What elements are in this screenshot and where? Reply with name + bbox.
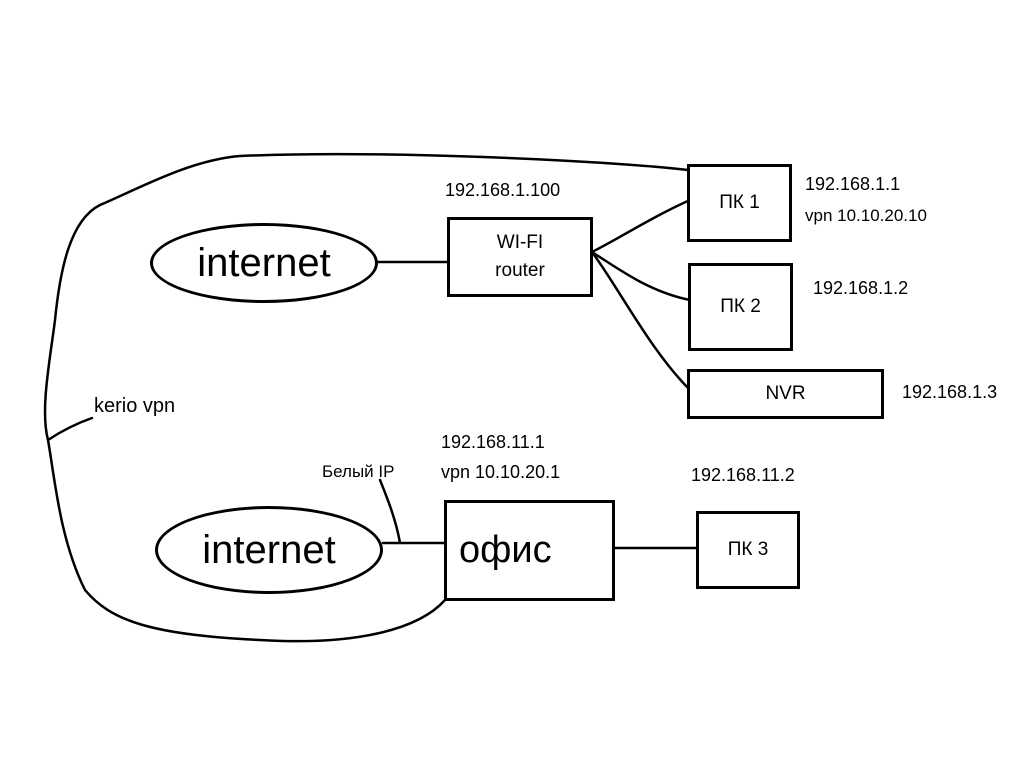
- pk1-ip-label: 192.168.1.1: [805, 174, 901, 194]
- white-ip-leader: [378, 478, 402, 545]
- office-vpn-label: vpn 10.10.20.1: [441, 462, 561, 482]
- nvr-ip-label: 192.168.1.3: [902, 382, 998, 402]
- office-ip-label: 192.168.11.1: [441, 432, 545, 452]
- router-label-line2: router: [495, 260, 545, 281]
- office-box: офис: [444, 500, 615, 601]
- kerio-label-leader: [46, 416, 94, 442]
- internet-cloud-bottom: internet: [155, 506, 383, 594]
- pk3-box: ПК 3: [696, 511, 800, 589]
- pk3-ip-label: 192.168.11.2: [691, 465, 795, 485]
- internet-bottom-label: internet: [202, 528, 336, 572]
- router-label-line1: WI-FI: [496, 232, 544, 253]
- kerio-vpn-label: kerio vpn: [94, 395, 176, 417]
- pk1-vpn-label: vpn 10.10.20.10: [805, 206, 927, 225]
- link-router-pk1: [590, 198, 692, 254]
- nvr-label: NVR: [765, 383, 806, 404]
- internet-cloud-top: internet: [150, 223, 378, 303]
- pk1-label: ПК 1: [719, 192, 760, 213]
- internet-top-label: internet: [197, 241, 331, 285]
- pk1-box: ПК 1: [687, 164, 792, 242]
- pk3-label: ПК 3: [727, 539, 769, 560]
- nvr-box: NVR: [687, 369, 884, 419]
- wifi-router-box: WI-FI router: [447, 217, 593, 297]
- link-router-nvr: [590, 250, 692, 392]
- pk2-label: ПК 2: [720, 296, 761, 317]
- pk2-box: ПК 2: [688, 263, 793, 351]
- kerio-vpn-loop-line: [43, 152, 690, 643]
- router-ip-label: 192.168.1.100: [445, 180, 561, 200]
- link-router-pk2: [590, 250, 692, 302]
- white-ip-label: Белый IP: [322, 462, 395, 481]
- office-label: офис: [459, 529, 552, 571]
- pk2-ip-label: 192.168.1.2: [813, 278, 909, 298]
